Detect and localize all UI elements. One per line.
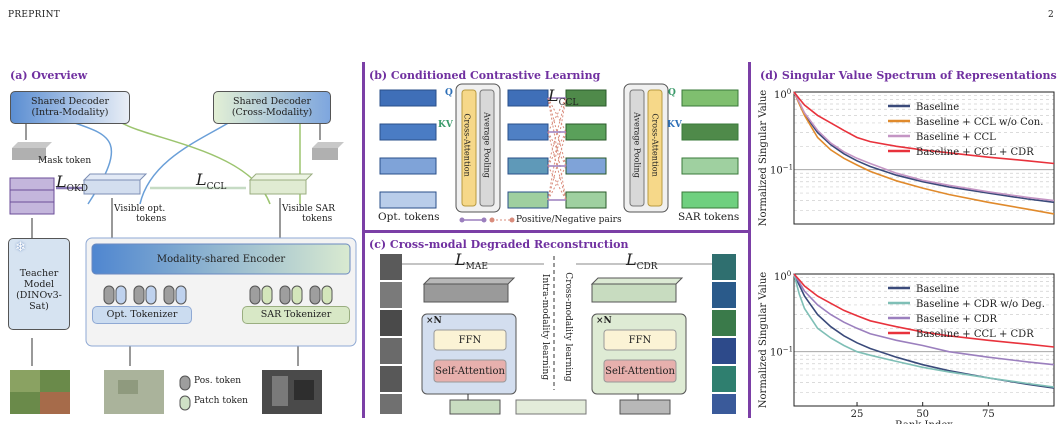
xtick-label: 50 — [916, 409, 929, 420]
average-pooling-left: Average Pooling — [482, 112, 492, 178]
series-line — [793, 91, 1055, 204]
kv-label-left: KV — [438, 120, 453, 130]
overview-title: (a) Overview — [10, 69, 88, 82]
sar-tokenizer: SAR Tokenizer — [242, 306, 350, 324]
xtick-label: 75 — [982, 409, 995, 420]
axes-frame — [793, 91, 1055, 225]
legend-label: Baseline + CDR — [916, 314, 998, 325]
panel-divider-right — [748, 62, 751, 418]
mask-token-right — [312, 142, 344, 160]
xtick-label: 25 — [851, 409, 864, 420]
optical-image-2 — [104, 370, 164, 414]
legend-label: Baseline + CCL — [916, 132, 996, 143]
legend-label: Baseline — [916, 102, 959, 113]
ccl-graphics — [379, 83, 739, 223]
decoder-intra: Shared Decoder(Intra-Modality) — [10, 91, 130, 124]
ffn-right: FFN — [628, 334, 652, 346]
mask-token-left — [12, 142, 52, 160]
legend-label: Baseline + CCL + CDR — [916, 147, 1034, 158]
intra-learning-label: Intra-modality learning — [540, 273, 550, 381]
patch-token-label: Patch token — [194, 396, 248, 406]
ytick-label: 100 — [774, 270, 791, 283]
mask-token-label: Mask token — [38, 156, 92, 166]
legend-label: Baseline + CCL w/o Con. — [916, 117, 1043, 128]
series-line — [793, 273, 1055, 388]
page-number: 2 — [1048, 10, 1055, 20]
optical-image-1 — [10, 370, 70, 414]
ccl-title: (b) Conditioned Contrastive Learning — [369, 69, 601, 82]
teacher-model: ❄ Teacher Model (DINOv3-Sat) — [8, 238, 70, 330]
loss-ccl-overview: LCCL — [196, 170, 227, 193]
cross-learning-label: Cross-modality learning — [563, 272, 573, 382]
kv-label-right: KV — [667, 120, 682, 130]
y-axis-label: Normalized Singular Value — [758, 272, 769, 409]
loss-mae: LMAE — [455, 250, 488, 273]
series-line — [793, 273, 1055, 348]
cdr-graphics — [380, 254, 736, 415]
cross-attention-left: Cross-Attention — [462, 113, 472, 177]
series-line — [793, 91, 1055, 215]
sar-image-strip — [712, 254, 736, 414]
spectrum-title: (d) Singular Value Spectrum of Represent… — [760, 69, 1057, 82]
decoder-cross: Shared Decoder(Cross-Modality) — [213, 91, 331, 124]
xn-left: ×N — [426, 316, 442, 326]
legend-label: Baseline + CDR w/o Deg. — [916, 299, 1045, 310]
axes-frame — [793, 273, 1055, 407]
pos-token-label: Pos. token — [194, 376, 242, 386]
q-label-right: Q — [668, 88, 676, 98]
ytick-label: 10−1 — [770, 164, 793, 177]
panel-divider-middle — [362, 230, 751, 233]
series-line — [793, 273, 1055, 366]
q-label-left: Q — [445, 88, 453, 98]
visible-opt-label: Visible opt.tokens — [114, 204, 167, 225]
opt-tokens-label: Opt. tokens — [378, 211, 440, 223]
ytick-label: 100 — [774, 88, 791, 101]
series-line — [793, 91, 1055, 202]
sar-image — [262, 370, 322, 414]
self-attention-right: Self-Attention — [605, 365, 675, 377]
series-line — [793, 91, 1055, 165]
sar-tokens-label: SAR tokens — [678, 211, 740, 223]
pairs-label: Positive/Negative pairs — [516, 215, 622, 225]
cdr-title: (c) Cross-modal Degraded Reconstruction — [369, 238, 629, 251]
running-header: PREPRINT — [8, 10, 61, 20]
opt-tokenizer: Opt. Tokenizer — [92, 306, 192, 324]
snowflake-icon: ❄ — [15, 240, 26, 255]
average-pooling-right: Average Pooling — [632, 112, 642, 178]
x-axis-label: Rank Index — [895, 420, 953, 424]
xn-right: ×N — [596, 316, 612, 326]
loss-okd: LOKD — [56, 172, 88, 195]
ffn-left: FFN — [458, 334, 482, 346]
panel-divider-left — [362, 62, 365, 418]
y-axis-label: Normalized Singular Value — [758, 90, 769, 227]
loss-ccl: LCCL — [548, 86, 579, 109]
legend-label: Baseline — [916, 284, 959, 295]
cross-attention-right: Cross-Attention — [650, 113, 660, 177]
self-attention-left: Self-Attention — [435, 365, 505, 377]
loss-cdr: LCDR — [626, 250, 658, 273]
ytick-label: 10−1 — [770, 346, 793, 359]
opt-image-strip — [380, 254, 402, 414]
encoder-label: Modality-shared Encoder — [156, 253, 286, 265]
legend-label: Baseline + CCL + CDR — [916, 329, 1034, 340]
